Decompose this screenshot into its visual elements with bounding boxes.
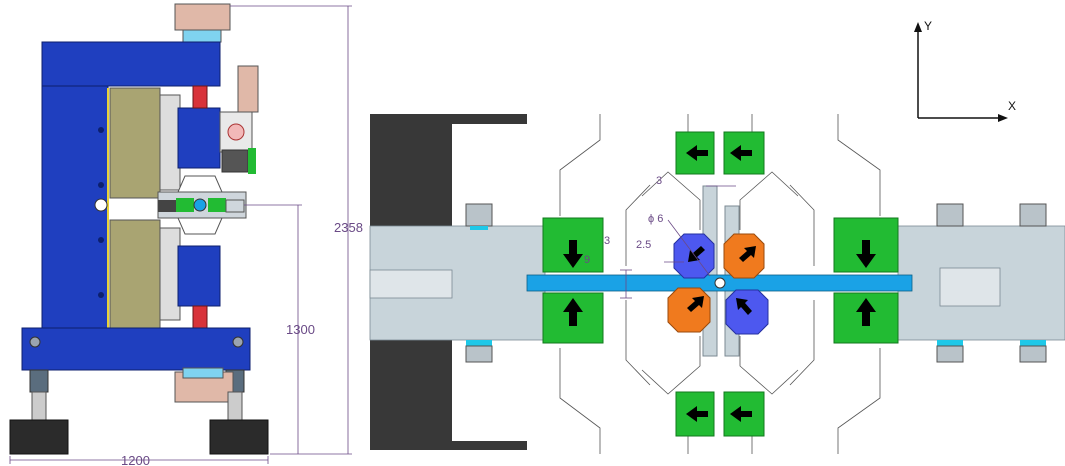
actuator-right-lower <box>833 292 899 344</box>
head-top-left <box>673 233 715 279</box>
axis-label-x: X <box>1008 99 1016 113</box>
dimension-height: 9 <box>584 254 590 266</box>
dimension-gap: 3 <box>656 175 662 187</box>
top-motor <box>174 3 231 43</box>
upper-actuator-assembly <box>109 65 259 199</box>
actuator-left-lower <box>542 292 604 344</box>
main-frame <box>41 41 221 333</box>
loading-head-detail: 3 ϕ 6 2.5 3 9 Y X <box>369 19 1065 454</box>
dimension-height-total: 2358 <box>334 220 363 235</box>
lower-actuator-assembly <box>109 219 221 331</box>
dimension-width-base: 1200 <box>121 453 150 466</box>
dimension-side: 3 <box>604 235 610 247</box>
bolts <box>465 203 1047 363</box>
coordinate-axes: Y X <box>914 19 1016 122</box>
actuator-bottom-right <box>723 391 765 437</box>
frame-outline <box>559 114 881 454</box>
head-bottom-left <box>667 287 711 333</box>
axis-label-y: Y <box>924 19 932 33</box>
base-frame <box>9 327 269 455</box>
actuator-right-upper <box>833 217 899 273</box>
dimension-lines-right <box>620 185 736 299</box>
dimension-slot: 2.5 <box>636 239 651 251</box>
head-bottom-right <box>725 289 769 335</box>
actuator-bottom-left <box>675 391 715 437</box>
actuator-top-left <box>675 131 715 175</box>
dimension-lines-left <box>9 5 352 464</box>
head-top-right <box>723 233 765 279</box>
dimension-diameter: ϕ 6 <box>648 213 663 225</box>
machine-front-view: 2358 1300 1200 <box>9 3 363 466</box>
specimen-hole <box>714 277 726 289</box>
gray-plates <box>369 225 1065 341</box>
dimension-height-center: 1300 <box>286 322 315 337</box>
center-grip <box>157 175 247 235</box>
actuator-top-right <box>723 131 765 175</box>
actuator-left-upper <box>542 217 604 273</box>
